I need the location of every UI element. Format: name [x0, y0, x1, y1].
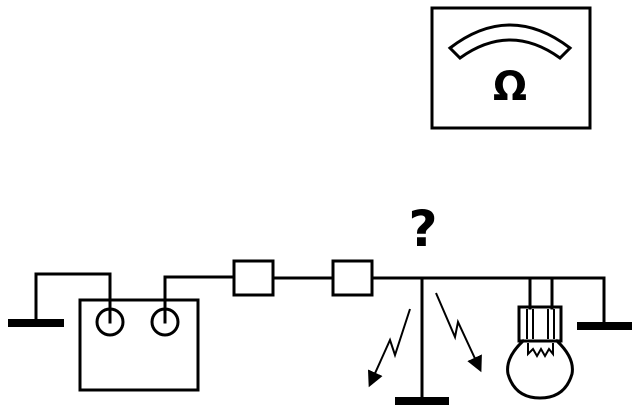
lamp: [506, 276, 574, 400]
inline-component-1: [232, 259, 275, 297]
ground-symbol-left: [8, 272, 112, 327]
short-circuit-sparks: [367, 292, 482, 388]
ground-bar-middle: [395, 397, 449, 405]
fault-question-mark: ?: [408, 200, 437, 258]
wire-battery-to-component-1: [163, 275, 236, 324]
ohmmeter-scale-arc: [447, 23, 573, 60]
ground-bar-left: [8, 319, 64, 327]
ohmmeter-frame: [430, 6, 592, 130]
main-circuit-wire: [163, 259, 606, 400]
spark-arrow-right: [435, 292, 482, 373]
wire-ground-to-battery: [34, 272, 112, 324]
ohmmeter: Ω: [430, 6, 592, 130]
ohmmeter-unit-symbol: Ω: [493, 64, 527, 110]
wire-component-2-to-ground-right: [370, 276, 606, 327]
battery-terminal-negative: [95, 307, 125, 337]
lamp-base: [517, 305, 563, 343]
inline-component-2: [331, 259, 374, 297]
battery: [78, 298, 200, 392]
ground-bar-right: [577, 322, 632, 330]
lamp-bulb: [506, 338, 574, 400]
lamp-base-ribs: [526, 309, 555, 339]
battery-case: [78, 298, 200, 392]
lamp-filament: [527, 343, 554, 359]
spark-arrow-left: [367, 308, 411, 388]
